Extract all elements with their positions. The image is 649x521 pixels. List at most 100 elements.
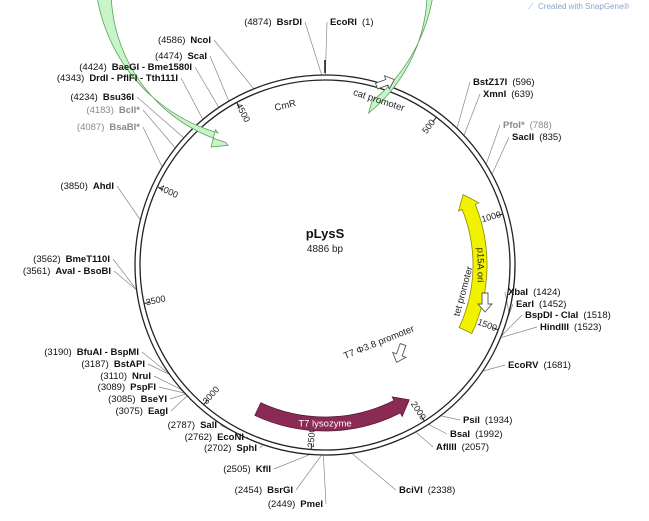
site-pos-pspfi: (3089) (98, 382, 125, 393)
site-name-ecorv: EcoRV (508, 360, 539, 371)
promoter-label-t7-3-8-promoter: T7 Φ3.8 promoter (342, 324, 416, 362)
site-labels: EcoRI(1)BstZ17I(596)XmnI(639)PfoI*(788)S… (23, 17, 611, 510)
site-pos-sali: (2787) (168, 420, 195, 431)
site-pos-scai: (4474) (155, 51, 182, 62)
site-name-ecori: EcoRI (330, 17, 357, 28)
site-pos-afliii: (2057) (462, 442, 489, 453)
leader-line-bcli (142, 109, 176, 149)
site-name-bseyi: BseYI (141, 394, 167, 405)
leader-line-bseyi (169, 393, 186, 400)
tick-label-4500: 4500 (234, 101, 252, 123)
site-label-bcli: (4183)BclI* (86, 105, 140, 116)
leader-line-avai-bsobi (113, 270, 137, 291)
site-pos-bmet110i: (3562) (33, 254, 60, 265)
site-pos-bsai: (1992) (475, 429, 502, 440)
site-pos-ecorv: (1681) (543, 360, 570, 371)
leader-line-bsrgi (295, 454, 322, 491)
leader-line-baegi-bme1580i (194, 66, 220, 108)
promoter-arrow-cat-promoter (374, 74, 396, 90)
site-pos-ahdi: (3850) (60, 181, 87, 192)
site-label-scai: (4474) ScaI (155, 51, 207, 62)
tick-mark-1500 (492, 327, 499, 331)
site-pos-eari: (1452) (539, 299, 566, 310)
site-name-baegi-bme1580i: BaeGI - Bme1580I (112, 62, 192, 73)
site-label-kfli: (2505)KflI (223, 464, 271, 475)
leader-line-pfoi (485, 124, 501, 165)
site-pos-baegi-bme1580i: (4424) (79, 62, 106, 73)
site-pos-bcli: (4183) (86, 105, 113, 116)
site-pos-bstapi: (3187) (81, 359, 108, 370)
site-name-sacii: SacII (512, 132, 534, 143)
site-label-ahdi: (3850)AhdI (60, 181, 114, 192)
site-label-xbai: XbaI(1424) (508, 287, 561, 298)
site-pos-avai-bsobi: (3561) (23, 266, 50, 277)
leader-line-bsu36i (136, 96, 185, 139)
site-name-afliii: AflIII (436, 442, 457, 453)
site-label-bmet110i: (3562) BmeT110I (33, 254, 110, 265)
leader-line-sphi (259, 444, 264, 449)
leader-line-nrui (153, 375, 182, 390)
feature-label-t7-lysozyme: T7 lysozyme (298, 419, 351, 430)
site-name-bsrgi: BsrGI (267, 485, 293, 496)
backbone (134, 74, 516, 456)
site-label-baegi-bme1580i: (4424) BaeGI - Bme1580I (79, 62, 192, 73)
site-name-drdi-pflfi-tth111i: DrdI - PflFI - Tth111I (89, 73, 178, 84)
leader-line-scai (209, 55, 230, 102)
tick-mark-3500 (143, 301, 151, 304)
backbone-outer (134, 74, 516, 456)
tick-mark-500 (432, 116, 437, 123)
site-pos-bsrdi: (4874) (244, 17, 271, 28)
site-label-avai-bsobi: (3561) AvaI - BsoBI (23, 266, 111, 277)
site-name-scai: ScaI (187, 51, 207, 62)
site-pos-pfoi: (788) (530, 120, 552, 131)
site-pos-xbai: (1424) (533, 287, 560, 298)
site-name-avai-bsobi: AvaI - BsoBI (55, 266, 111, 277)
site-name-eagi: EagI (148, 406, 168, 417)
site-name-eari: EarI (516, 299, 534, 310)
site-label-bcivi: BciVI(2338) (399, 485, 455, 496)
site-label-bstz17i: BstZ17I(596) (473, 77, 535, 88)
site-label-hindiii: HindIII(1523) (540, 322, 602, 333)
site-pos-bsrgi: (2454) (235, 485, 262, 496)
site-pos-ecori: (1) (362, 17, 374, 28)
tick-label-2500: 2500 (306, 427, 317, 448)
leader-line-drdi-pflfi-tth111i (180, 77, 204, 120)
site-label-ncoi: (4586)NcoI (158, 35, 211, 46)
site-pos-ncoi: (4586) (158, 35, 185, 46)
site-name-nrui: NruI (132, 371, 151, 382)
tick-label-3000: 3000 (201, 384, 222, 406)
leader-line-kfli (273, 454, 311, 470)
leader-line-eagi (170, 395, 188, 412)
leader-line-xmni (463, 93, 481, 136)
promoter-label-cat-promoter: cat promoter (352, 87, 406, 114)
site-pos-hindiii: (1523) (574, 322, 601, 333)
site-name-bsai: BsaI (450, 429, 470, 440)
site-name-bcivi: BciVI (399, 485, 423, 496)
site-pos-bsu36i: (4234) (70, 92, 97, 103)
site-label-bsabi: (4087)BsaBI* (77, 122, 140, 133)
site-name-econi: EcoNI (217, 432, 244, 443)
site-label-sacii: SacII (835) (512, 132, 561, 143)
site-label-xmni: XmnI(639) (483, 89, 533, 100)
site-label-bseyi: (3085)BseYI (108, 394, 167, 405)
leader-line-afliii (415, 431, 434, 448)
tick-label-4000: 4000 (157, 183, 179, 201)
leader-line-sacii (491, 136, 510, 175)
site-label-pmei: (2449)PmeI (268, 499, 323, 510)
plasmid-name: pLysS (306, 226, 345, 241)
site-name-bstz17i: BstZ17I (473, 77, 507, 88)
site-pos-sphi: (2702) (204, 443, 231, 454)
backbone-inner (139, 79, 511, 451)
site-name-xmni: XmnI (483, 89, 506, 100)
site-leader-lines (112, 21, 538, 505)
tick-mark-4500 (236, 102, 241, 108)
leader-line-pmei (322, 454, 327, 505)
tick-mark-1000 (496, 213, 503, 217)
leader-line-pspfi (158, 386, 185, 394)
leader-line-bcivi (351, 452, 397, 491)
tick-label-1000: 1000 (480, 209, 502, 224)
site-name-pspfi: PspFI (130, 382, 156, 393)
site-pos-sacii: (835) (539, 132, 561, 143)
site-name-bmet110i: BmeT110I (66, 254, 110, 265)
